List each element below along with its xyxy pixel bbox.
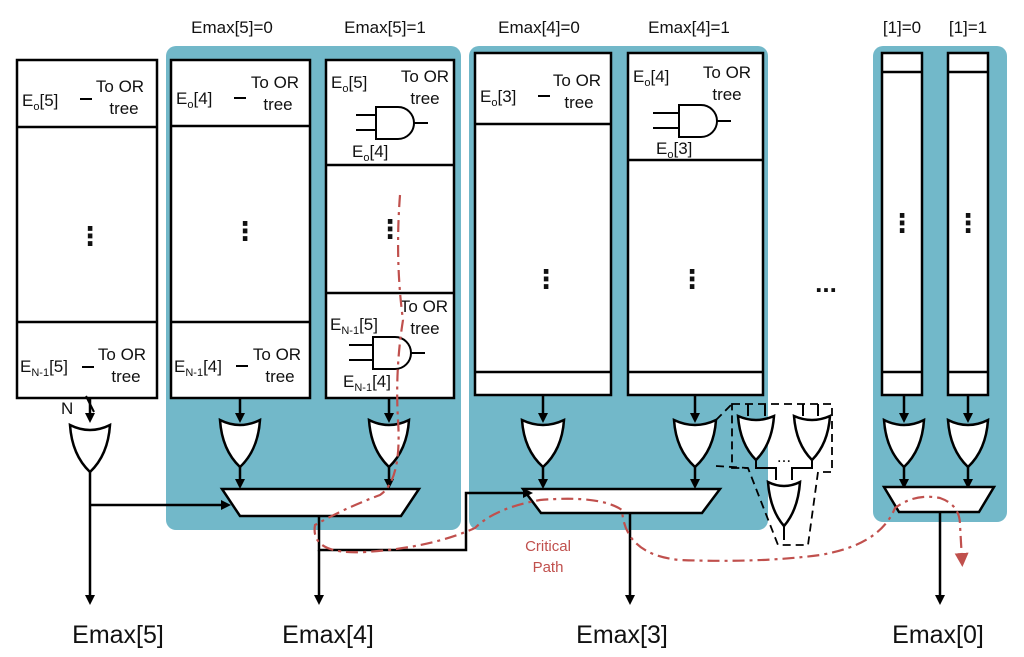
svg-text:Eo[3]: Eo[3] [480, 87, 516, 109]
vertical-ellipsis: ⋮ [77, 221, 103, 251]
svg-text:To OR: To OR [251, 73, 299, 92]
header-emax4-1: Emax[4]=1 [648, 18, 730, 37]
memory-column-emax5: Eo[5] To OR tree ⋮ EN-1[5] To OR tree [15, 58, 159, 400]
and-gate-icon [356, 106, 428, 140]
memory-column-emax5-1: Eo[5] To OR tree Eo[4] ⋮ EN-1[5] To OR t… [324, 58, 456, 400]
mux-emax0 [881, 485, 997, 514]
header-b1-1: [1]=1 [949, 18, 987, 37]
svg-text:tree: tree [111, 367, 140, 386]
header-emax5-0: Emax[5]=0 [191, 18, 273, 37]
vertical-ellipsis: ⋮ [955, 208, 981, 238]
or-to-mux-arrows [235, 467, 973, 489]
svg-text:To OR: To OR [553, 71, 601, 90]
or-gate-icon [520, 417, 566, 469]
vertical-ellipsis: ⋮ [889, 208, 915, 238]
svg-text:tree: tree [410, 89, 439, 108]
svg-text:Eo[4]: Eo[4] [352, 142, 388, 164]
select-and-output-wires [85, 472, 945, 605]
svg-text:EN-1[5]: EN-1[5] [330, 315, 378, 337]
svg-text:EN-1[5]: EN-1[5] [20, 357, 68, 379]
svg-text:tree: tree [712, 85, 741, 104]
and-gate-icon [653, 104, 731, 138]
bus-width-label: N [61, 399, 73, 418]
header-b1-0: [1]=0 [883, 18, 921, 37]
svg-text:To OR: To OR [253, 345, 301, 364]
svg-text:To OR: To OR [96, 77, 144, 96]
vertical-ellipsis: ⋮ [533, 264, 559, 294]
svg-text:tree: tree [265, 367, 294, 386]
or-gate-icon [882, 417, 926, 469]
svg-text:tree: tree [263, 95, 292, 114]
svg-text:tree: tree [109, 99, 138, 118]
svg-text:Eo[4]: Eo[4] [176, 89, 212, 111]
svg-text:Eo[3]: Eo[3] [656, 139, 692, 161]
header-emax4-0: Emax[4]=0 [498, 18, 580, 37]
memory-column-b1-0: ⋮ [880, 51, 924, 397]
or-gate-icon [218, 417, 262, 469]
vertical-ellipsis: ⋮ [679, 264, 705, 294]
critical-path-label-line2: Path [533, 559, 564, 576]
svg-text:EN-1[4]: EN-1[4] [343, 372, 391, 394]
output-emax4: Emax[4] [282, 621, 374, 649]
output-emax5: Emax[5] [72, 621, 164, 649]
svg-text:To OR: To OR [401, 67, 449, 86]
svg-text:...: ... [777, 447, 791, 466]
critical-path [313, 194, 969, 567]
mux-emax4 [219, 487, 422, 518]
memory-column-emax5-0: Eo[4] To OR tree ⋮ EN-1[4] To OR tree [169, 58, 312, 400]
column-ellipsis: ... [815, 268, 837, 298]
svg-text:To OR: To OR [400, 297, 448, 316]
or-gate-icon [367, 417, 411, 469]
memory-column-b1-1: ⋮ [946, 51, 990, 397]
or-tree-detail: ... [715, 403, 833, 546]
svg-text:Eo[5]: Eo[5] [331, 73, 367, 95]
svg-text:tree: tree [410, 319, 439, 338]
mux-emax3 [520, 487, 723, 515]
or-gate-icon [672, 417, 718, 469]
memory-column-emax4-1: Eo[4] To OR tree Eo[3] ⋮ [626, 51, 765, 397]
svg-text:To OR: To OR [703, 63, 751, 82]
or-gate-icon [946, 417, 990, 469]
vertical-ellipsis: ⋮ [232, 216, 258, 246]
svg-text:tree: tree [564, 93, 593, 112]
svg-text:Eo[5]: Eo[5] [22, 91, 58, 113]
svg-text:Eo[4]: Eo[4] [633, 67, 669, 89]
output-emax3: Emax[3] [576, 621, 668, 649]
output-emax0: Emax[0] [892, 621, 984, 649]
memory-column-emax4-0: Eo[3] To OR tree ⋮ [473, 51, 613, 397]
or-gate-icon [68, 422, 112, 474]
header-emax5-1: Emax[5]=1 [344, 18, 426, 37]
svg-text:To OR: To OR [98, 345, 146, 364]
critical-path-label-line1: Critical [525, 538, 571, 555]
svg-text:EN-1[4]: EN-1[4] [174, 357, 222, 379]
column-to-or-arrows [85, 395, 973, 423]
